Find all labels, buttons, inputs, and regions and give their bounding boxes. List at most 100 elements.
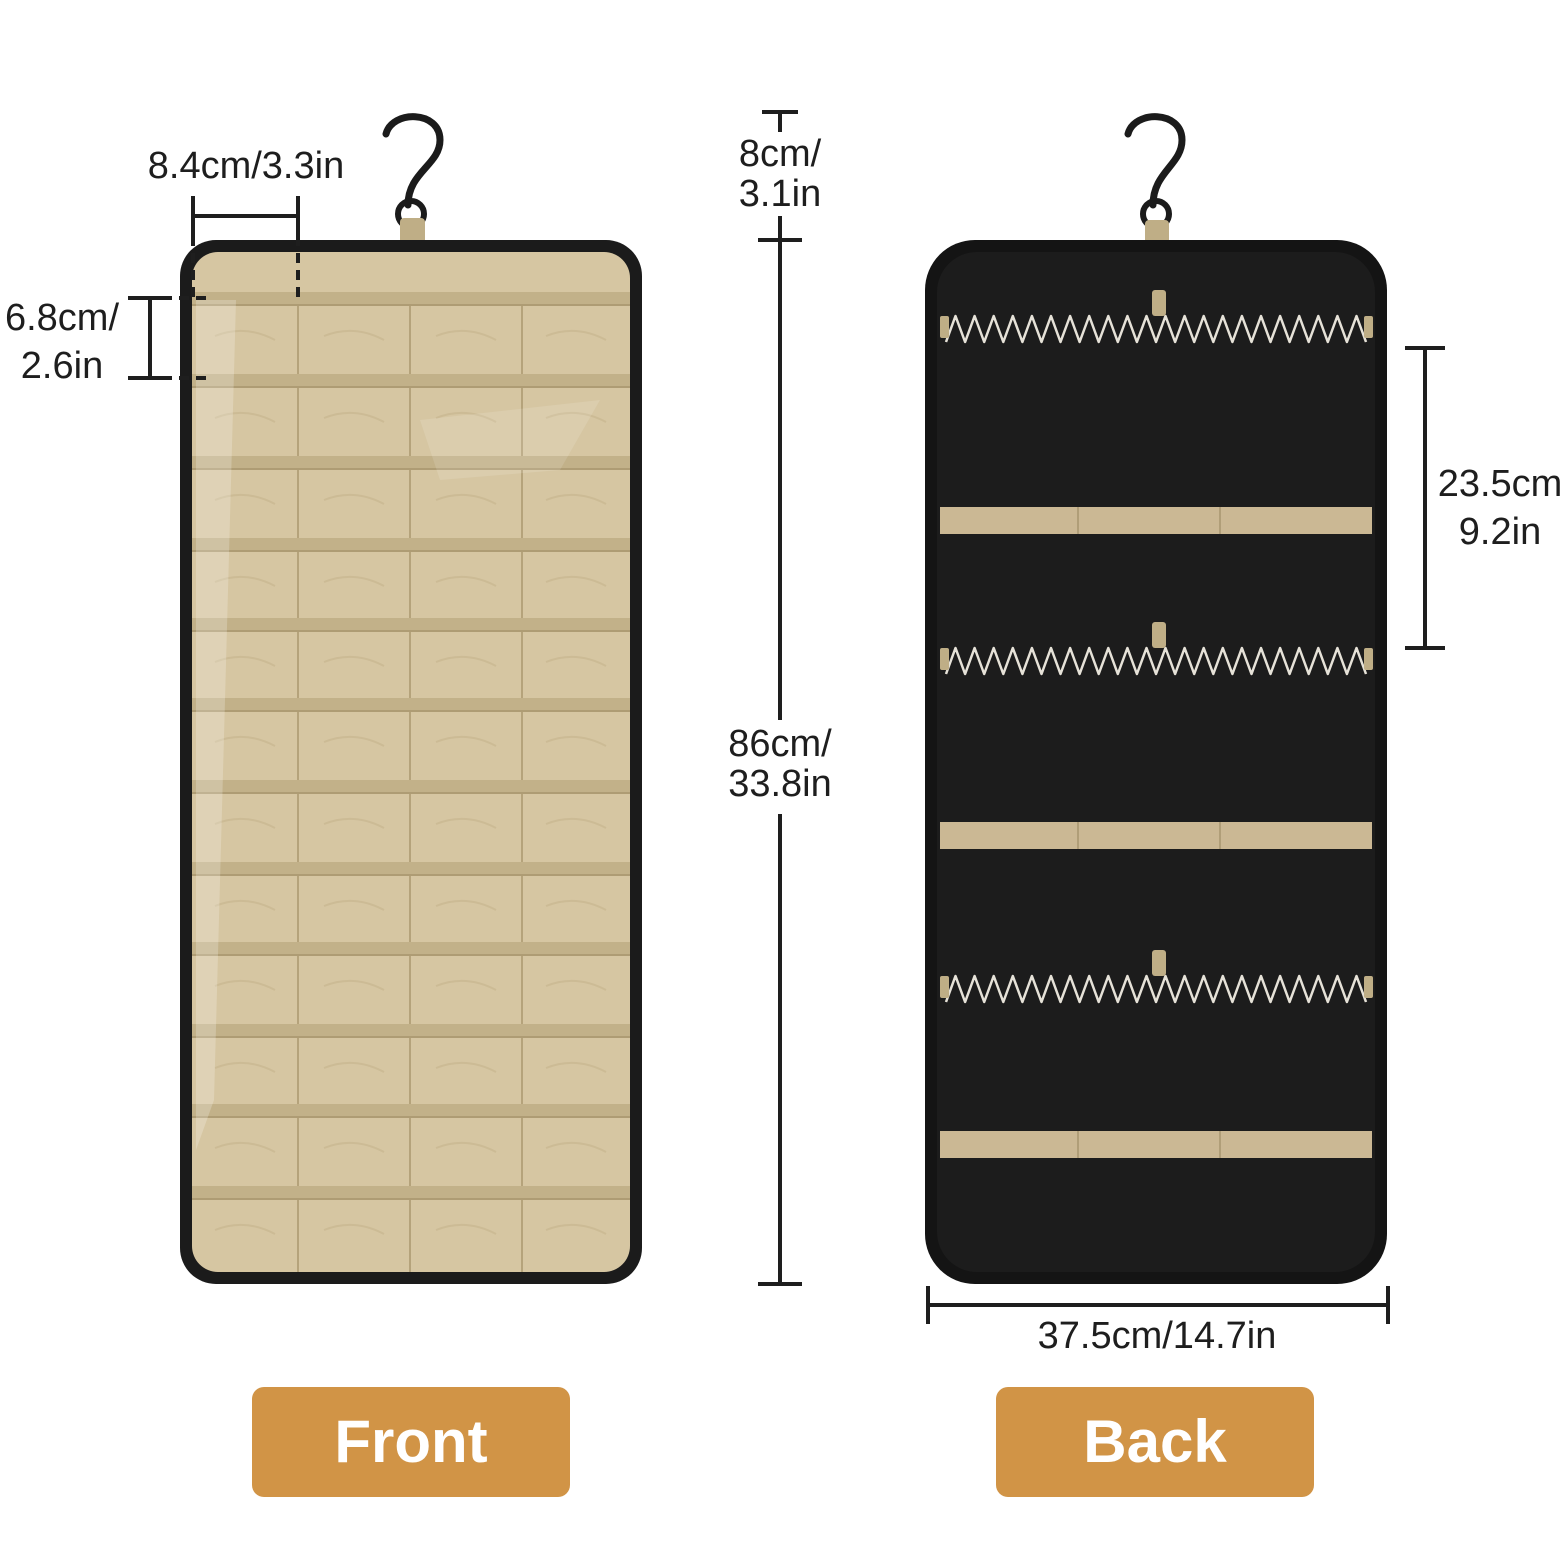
pocket-height-line-1: 6.8cm/ (4, 297, 120, 339)
pocket-wrinkle (545, 411, 607, 423)
spring-clip-left (940, 648, 949, 670)
pocket-wrinkle (214, 329, 276, 341)
pocket-wrinkle (545, 655, 607, 667)
pocket-height-dimension (128, 296, 212, 380)
pocket-seam (192, 698, 630, 712)
pocket-wrinkle (545, 493, 607, 505)
pocket-wrinkle (323, 817, 385, 829)
pocket-wrinkle (214, 493, 276, 505)
spring-clip-left (940, 976, 949, 998)
pocket-wrinkle (323, 655, 385, 667)
pocket-wrinkle (323, 979, 385, 991)
pocket-wrinkle (435, 575, 497, 587)
pocket-wrinkle (545, 979, 607, 991)
pocket-wrinkle (435, 655, 497, 667)
pocket-seam (192, 538, 630, 552)
pocket-wrinkle (435, 1061, 497, 1073)
pocket-wrinkle (214, 1141, 276, 1153)
pocket-seam (192, 292, 630, 306)
elastic-straps (940, 507, 1372, 1158)
pocket-wrinkle (323, 1141, 385, 1153)
spring-holders (940, 290, 1373, 1004)
hook-height-line-2: 3.1in (738, 173, 822, 215)
elastic-strap (940, 1131, 1372, 1158)
pocket-wrinkle (545, 329, 607, 341)
spring-coil (944, 646, 1368, 676)
width-dimension (926, 1286, 1390, 1324)
pocket-wrinkle (214, 411, 276, 423)
band-spacing-label: 23.5cm 9.2in (1434, 464, 1566, 552)
pocket-wrinkle (214, 817, 276, 829)
front-hook (382, 113, 444, 209)
pocket-wrinkle (545, 1061, 607, 1073)
vinyl-sheen-2 (420, 400, 600, 480)
pocket-seam (192, 1104, 630, 1118)
pocket-wrinkle (435, 1141, 497, 1153)
pocket-height-line-2: 2.6in (20, 345, 104, 387)
pocket-wrinkle (435, 329, 497, 341)
pocket-wrinkle (323, 575, 385, 587)
pocket-seam (192, 1024, 630, 1038)
hook-height-line-1: 8cm/ (738, 133, 822, 175)
spring-clip-right (1364, 976, 1373, 998)
spring-center-loop (1152, 950, 1166, 976)
pocket-wrinkle (545, 575, 607, 587)
pocket-wrinkle (323, 735, 385, 747)
pocket-wrinkle (545, 735, 607, 747)
spring-clip-left (940, 316, 949, 338)
spring-clip-right (1364, 316, 1373, 338)
pocket-wrinkle (435, 1223, 497, 1235)
height-dimension (758, 110, 802, 1286)
pocket-seam (192, 456, 630, 470)
vinyl-sheen (196, 300, 236, 1150)
pocket-wrinkle (323, 1061, 385, 1073)
pocket-wrinkle (435, 817, 497, 829)
pocket-seam (192, 780, 630, 794)
band-spacing-line-2: 9.2in (1458, 511, 1542, 553)
pocket-seam (192, 1186, 630, 1200)
front-button[interactable]: Front (252, 1387, 570, 1497)
spring-center-loop (1152, 290, 1166, 316)
pocket-wrinkle (435, 411, 497, 423)
back-button[interactable]: Back (996, 1387, 1314, 1497)
band-spacing-line-1: 23.5cm (1437, 463, 1563, 505)
pocket-seam (192, 374, 630, 388)
pocket-rows (192, 292, 630, 1272)
pocket-wrinkle (545, 899, 607, 911)
pocket-wrinkle (323, 899, 385, 911)
pocket-wrinkle (214, 899, 276, 911)
pocket-wrinkle (323, 329, 385, 341)
pocket-wrinkle (214, 575, 276, 587)
pocket-wrinkle (435, 493, 497, 505)
spring-center-loop (1152, 622, 1166, 648)
pocket-wrinkle (545, 817, 607, 829)
pocket-wrinkle (323, 411, 385, 423)
front-organizer (180, 113, 642, 1284)
pocket-seam (192, 618, 630, 632)
pocket-seam (192, 942, 630, 956)
pocket-wrinkle (214, 735, 276, 747)
pocket-wrinkle (214, 1223, 276, 1235)
pocket-seam (192, 862, 630, 876)
spring-clip-right (1364, 648, 1373, 670)
band-spacing-dimension (1405, 346, 1445, 650)
pocket-width-label: 8.4cm/3.3in (147, 145, 345, 187)
back-panel (937, 252, 1375, 1272)
elastic-strap (940, 822, 1372, 849)
pocket-wrinkle (435, 979, 497, 991)
hook-height-label: 8cm/ 3.1in (720, 134, 840, 214)
total-height-label: 86cm/ 33.8in (712, 724, 848, 804)
total-width-label: 37.5cm/14.7in (1037, 1315, 1277, 1357)
back-organizer (925, 113, 1387, 1284)
pocket-wrinkle (323, 1223, 385, 1235)
pocket-wrinkle (435, 899, 497, 911)
pocket-height-label: 6.8cm/ 2.6in (0, 298, 124, 386)
back-hook (1124, 113, 1186, 209)
pocket-width-dimension (191, 196, 300, 302)
pocket-wrinkle (545, 1223, 607, 1235)
spring-coil (944, 314, 1368, 344)
pocket-wrinkle (214, 655, 276, 667)
total-height-line-2: 33.8in (728, 763, 832, 805)
spring-coil (944, 974, 1368, 1004)
